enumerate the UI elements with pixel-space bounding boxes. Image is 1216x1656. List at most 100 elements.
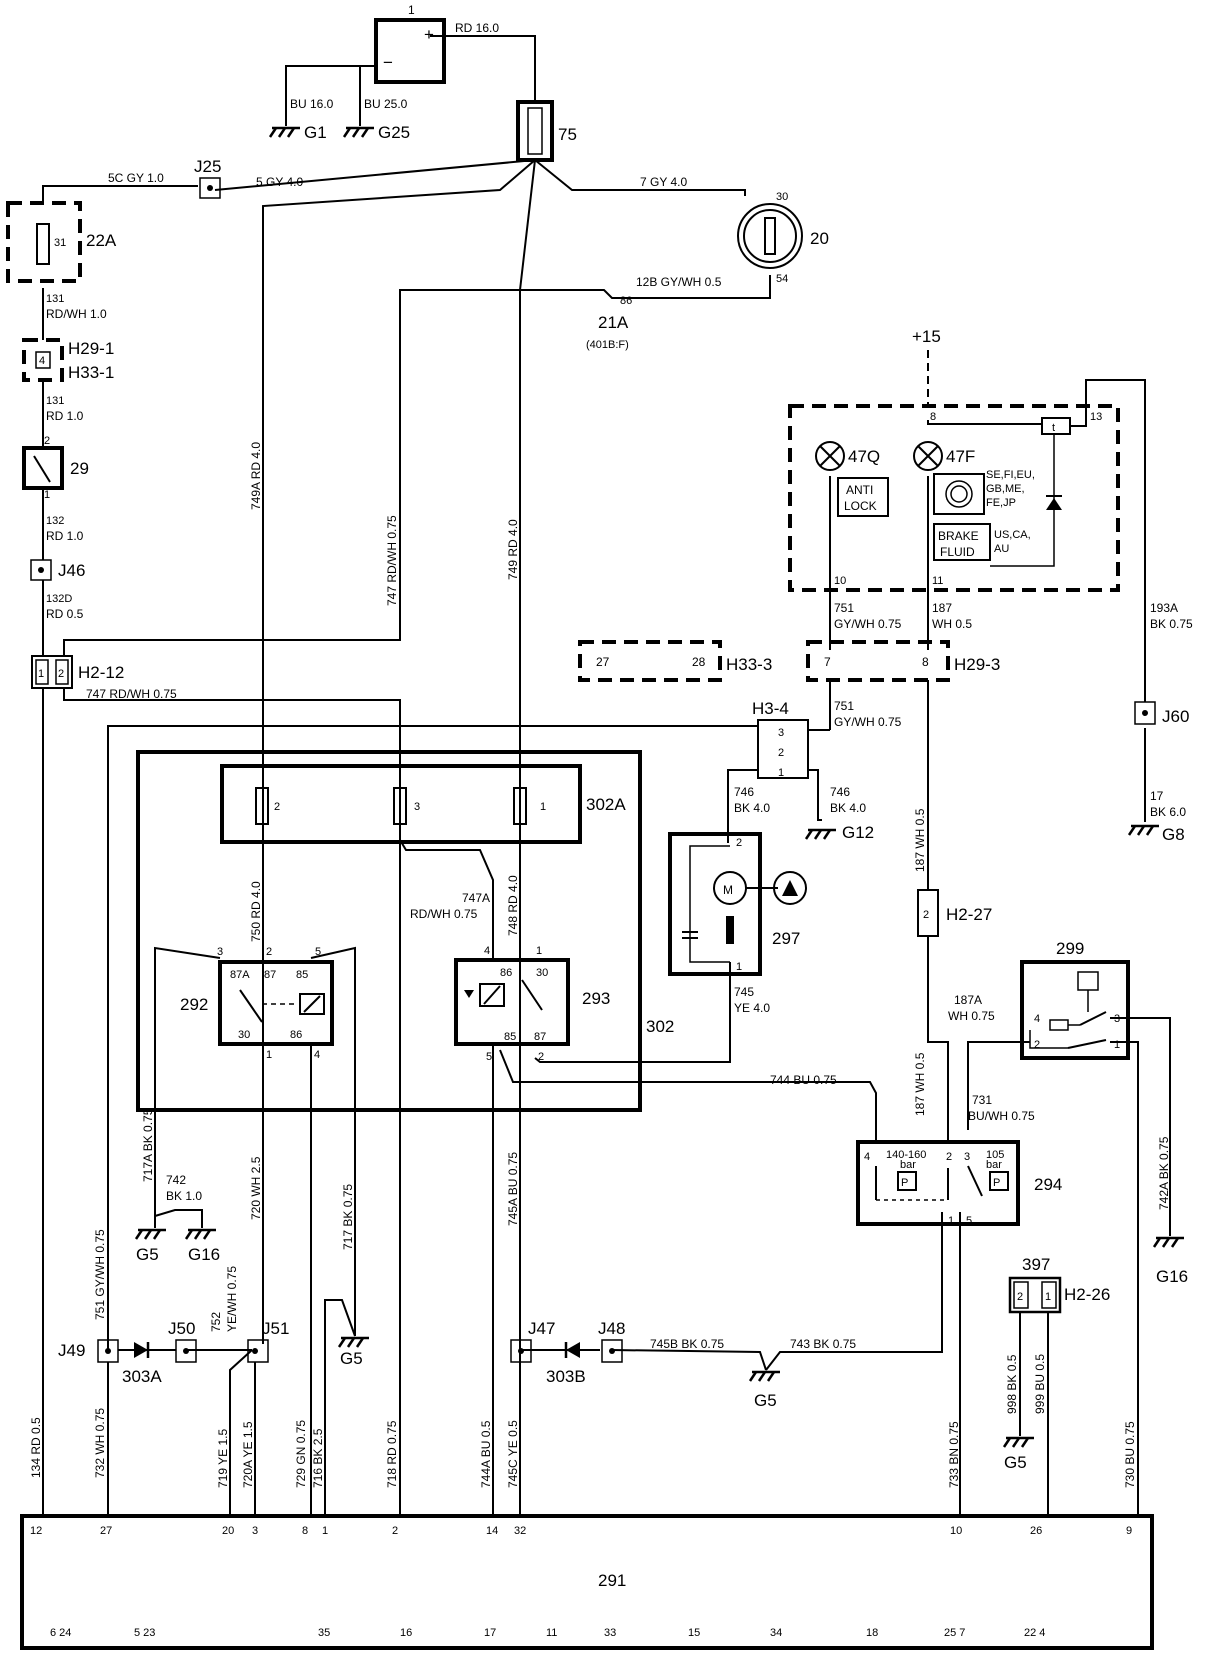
svg-text:7: 7 bbox=[824, 655, 831, 669]
wire-bu25: BU 25.0 bbox=[364, 97, 408, 111]
svg-text:86: 86 bbox=[500, 967, 512, 979]
svg-text:131: 131 bbox=[46, 293, 64, 305]
svg-text:t: t bbox=[1052, 422, 1055, 434]
svg-text:4: 4 bbox=[864, 1151, 870, 1163]
pump-motor-297: M 2 1 297 bbox=[668, 832, 807, 976]
pump-motor-label: 297 bbox=[772, 929, 800, 948]
ecu-pin: 22 4 bbox=[1024, 1627, 1045, 1639]
wire-187a: WH 0.75 bbox=[948, 1009, 995, 1023]
ground-icon bbox=[342, 126, 376, 139]
wire-744: 744 BU 0.75 bbox=[770, 1073, 837, 1087]
svg-text:745: 745 bbox=[734, 985, 754, 999]
wire-bu16: BU 16.0 bbox=[290, 97, 334, 111]
lamp-47f-label: 47F bbox=[946, 447, 975, 466]
wires bbox=[42, 35, 1171, 1516]
svg-text:SE,FI,EU,: SE,FI,EU, bbox=[986, 469, 1035, 481]
svg-text:5: 5 bbox=[486, 1051, 492, 1063]
svg-text:J51: J51 bbox=[262, 1319, 289, 1338]
ecu-pin: 1 bbox=[322, 1525, 328, 1537]
svg-text:27: 27 bbox=[596, 655, 610, 669]
svg-text:8: 8 bbox=[922, 655, 929, 669]
svg-text:132D: 132D bbox=[46, 593, 72, 605]
svg-text:US,CA,: US,CA, bbox=[994, 529, 1031, 541]
ecu-pin: 34 bbox=[770, 1627, 782, 1639]
svg-text:H2-27: H2-27 bbox=[946, 905, 992, 924]
ground-icon bbox=[184, 1228, 218, 1241]
svg-text:731: 731 bbox=[972, 1093, 992, 1107]
svg-text:P: P bbox=[993, 1177, 1000, 1189]
wire-720: 720 WH 2.5 bbox=[249, 1156, 263, 1220]
svg-text:10: 10 bbox=[834, 575, 846, 587]
svg-text:85: 85 bbox=[504, 1031, 516, 1043]
wire-731: BU/WH 0.75 bbox=[968, 1109, 1035, 1123]
svg-text:2: 2 bbox=[266, 946, 272, 958]
svg-text:747A: 747A bbox=[462, 891, 490, 905]
ground-icon bbox=[1002, 1436, 1036, 1449]
svg-text:P: P bbox=[901, 1177, 908, 1189]
ground-g16-b: G16 bbox=[1156, 1267, 1188, 1286]
svg-text:1: 1 bbox=[1114, 1039, 1120, 1051]
wire-132d: RD 0.5 bbox=[46, 607, 84, 621]
fuse-22a: 31 22A bbox=[6, 201, 117, 283]
svg-text:M: M bbox=[723, 883, 733, 897]
svg-text:742: 742 bbox=[166, 1173, 186, 1187]
svg-text:4: 4 bbox=[484, 945, 490, 957]
wire-745b: 745B BK 0.75 bbox=[650, 1337, 724, 1351]
ground-icon bbox=[1127, 824, 1161, 837]
svg-text:J25: J25 bbox=[194, 157, 221, 176]
svg-text:397: 397 bbox=[1022, 1255, 1050, 1274]
wire-131b: RD 1.0 bbox=[46, 409, 84, 423]
svg-text:11: 11 bbox=[932, 575, 943, 587]
junction-j25: J25 5C GY 1.0 5 GY 4.0 bbox=[108, 157, 303, 199]
ground-g5-b: G5 bbox=[340, 1349, 363, 1368]
svg-text:132: 132 bbox=[46, 515, 64, 527]
svg-text:J50: J50 bbox=[168, 1319, 195, 1338]
svg-text:131: 131 bbox=[46, 395, 64, 407]
ecu-pin: 27 bbox=[100, 1525, 112, 1537]
ground-icon bbox=[268, 126, 302, 139]
wire-998: 998 BK 0.5 bbox=[1005, 1354, 1019, 1414]
svg-text:28: 28 bbox=[692, 655, 706, 669]
svg-text:1: 1 bbox=[540, 801, 546, 813]
junction-j50: J50 bbox=[168, 1319, 197, 1363]
wire-rd16: RD 16.0 bbox=[455, 21, 499, 35]
ground-icon bbox=[134, 1228, 168, 1241]
wire-187v2: 187 WH 0.5 bbox=[913, 1052, 927, 1116]
ecu-pin: 18 bbox=[866, 1627, 878, 1639]
wire-7: 7 GY 4.0 bbox=[640, 175, 687, 189]
wire-719: 719 YE 1.5 bbox=[216, 1429, 230, 1488]
ground-icon bbox=[748, 1370, 782, 1383]
ecu-pin: 2 bbox=[392, 1525, 398, 1537]
svg-text:303B: 303B bbox=[546, 1367, 586, 1386]
svg-text:J60: J60 bbox=[1162, 707, 1189, 726]
svg-text:299: 299 bbox=[1056, 939, 1084, 958]
svg-text:746: 746 bbox=[734, 785, 754, 799]
wire-742a: 742A BK 0.75 bbox=[1157, 1136, 1171, 1210]
connector-h29-1: 4 H29-1 H33-1 bbox=[22, 338, 114, 382]
wire-193a: BK 0.75 bbox=[1150, 617, 1193, 631]
wire-729: 729 GN 0.75 bbox=[294, 1420, 308, 1488]
ground-g5-d: G5 bbox=[1004, 1453, 1027, 1472]
svg-text:303A: 303A bbox=[122, 1367, 162, 1386]
ecu-pin: 17 bbox=[484, 1627, 496, 1639]
svg-text:−: − bbox=[383, 53, 393, 72]
diode-303b: 303B bbox=[546, 1342, 586, 1386]
svg-text:30: 30 bbox=[536, 967, 548, 979]
svg-text:87: 87 bbox=[264, 969, 276, 981]
wire-745c: 745C YE 0.5 bbox=[506, 1420, 520, 1488]
wire-720a: 720A YE 1.5 bbox=[241, 1421, 255, 1488]
pressure-switch-294: 4 140-160 bar 2 3 105 bar P P 1 5 294 bbox=[856, 1140, 1062, 1227]
wire-132: RD 1.0 bbox=[46, 529, 84, 543]
wire-5c: 5C GY 1.0 bbox=[108, 171, 164, 185]
pressure-switch-label: 294 bbox=[1034, 1175, 1062, 1194]
svg-text:5: 5 bbox=[315, 946, 321, 958]
svg-text:2: 2 bbox=[923, 909, 929, 921]
wire-717a: 717A BK 0.75 bbox=[141, 1108, 155, 1182]
diode-303a: 303A bbox=[118, 1342, 176, 1386]
svg-text:1: 1 bbox=[536, 945, 542, 957]
ecu-pin: 14 bbox=[486, 1525, 498, 1537]
fuse-75: 75 bbox=[516, 100, 577, 162]
junction-j60: J60 bbox=[1134, 701, 1189, 726]
